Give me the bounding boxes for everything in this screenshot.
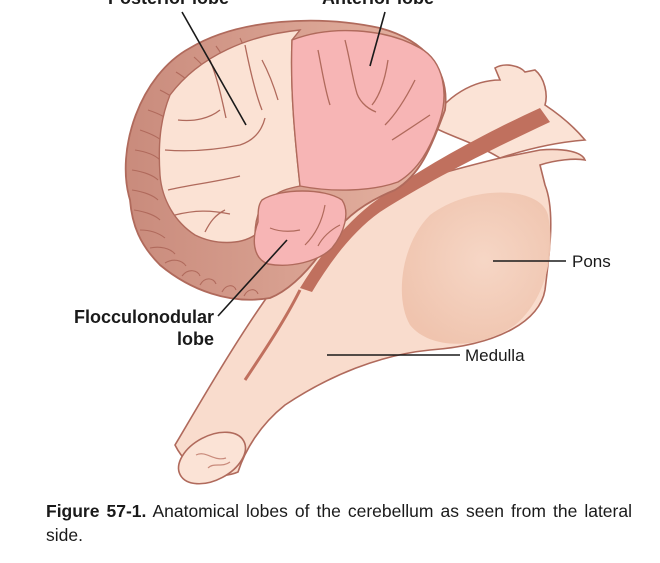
brainstem (174, 64, 587, 485)
cerebellum (124, 19, 447, 301)
anterior-lobe-label: Anterior lobe (322, 0, 434, 8)
pons-label: Pons (572, 252, 611, 271)
medulla-label: Medulla (465, 346, 525, 365)
posterior-lobe-leader (181, 11, 247, 126)
label-posterior-lobe: Posterior lobe (108, 0, 247, 126)
figure-number: Figure 57-1. (46, 501, 147, 521)
label-medulla: Medulla (327, 346, 525, 365)
posterior-lobe-label: Posterior lobe (108, 0, 229, 8)
flocculonodular-label-line1: Flocculonodular (74, 307, 214, 327)
label-anterior-lobe: Anterior lobe (322, 0, 434, 67)
flocculonodular-leader (217, 239, 288, 317)
label-flocculonodular-lobe: Flocculonodular lobe (74, 239, 288, 349)
flocculonodular-label-line2: lobe (177, 329, 214, 349)
cerebellum-diagram: Posterior lobe Anterior lobe Flocculonod… (74, 0, 611, 485)
figure-caption-text: Anatomical lobes of the cerebellum as se… (46, 501, 632, 545)
label-pons: Pons (493, 252, 611, 271)
figure-caption: Figure 57-1. Anatomical lobes of the cer… (46, 499, 632, 547)
anterior-fissures (317, 39, 431, 141)
anterior-lobe-leader (369, 11, 386, 67)
